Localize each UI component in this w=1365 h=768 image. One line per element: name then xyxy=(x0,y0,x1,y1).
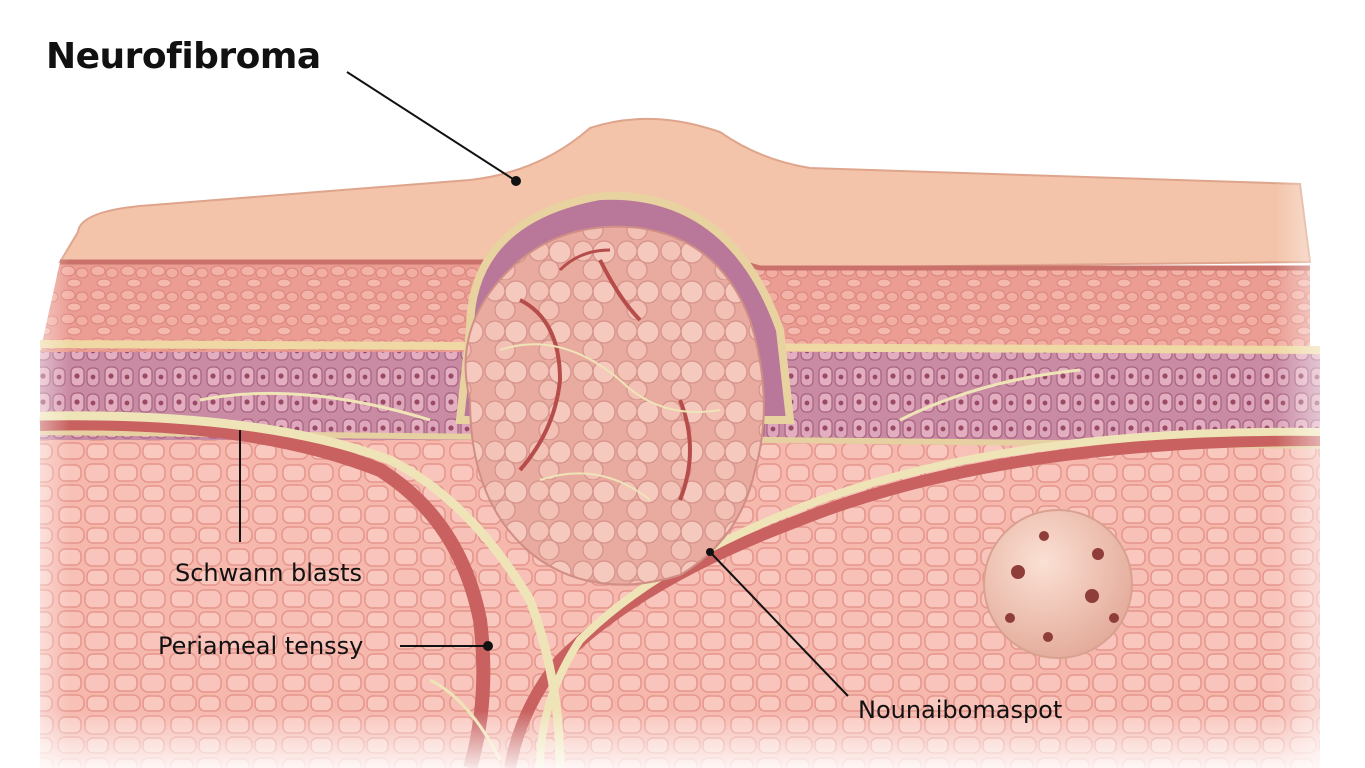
title-leader-dot xyxy=(511,176,521,186)
title-leader-line xyxy=(346,71,517,182)
nerve-branch-b xyxy=(899,368,1081,422)
adipose-layer xyxy=(40,440,1320,768)
tumor-vessel-4 xyxy=(558,248,611,272)
tumor-nerve-fibers xyxy=(499,343,721,501)
round-spot xyxy=(983,509,1133,659)
vessel-right xyxy=(504,434,1321,768)
vessel-left xyxy=(39,416,491,768)
label-periameal-tenssy: Periameal tenssy xyxy=(158,632,364,660)
tumor-vessel-1 xyxy=(518,298,563,472)
nerve-branch-right xyxy=(536,427,1321,768)
nerve-main xyxy=(39,411,565,768)
label-nounaibomaspot: Nounaibomaspot xyxy=(858,696,1063,724)
tumor-mass xyxy=(464,225,765,586)
tumor-vessel-2 xyxy=(598,259,642,322)
spot-leader-dot xyxy=(706,548,714,556)
label-schwann-blasts: Schwann blasts xyxy=(175,559,363,587)
nerve-branch-a xyxy=(199,391,431,422)
periameal-leader-dot xyxy=(483,641,493,651)
diagram-title: Neurofibroma xyxy=(46,36,321,77)
spot-leader-line xyxy=(709,551,849,697)
